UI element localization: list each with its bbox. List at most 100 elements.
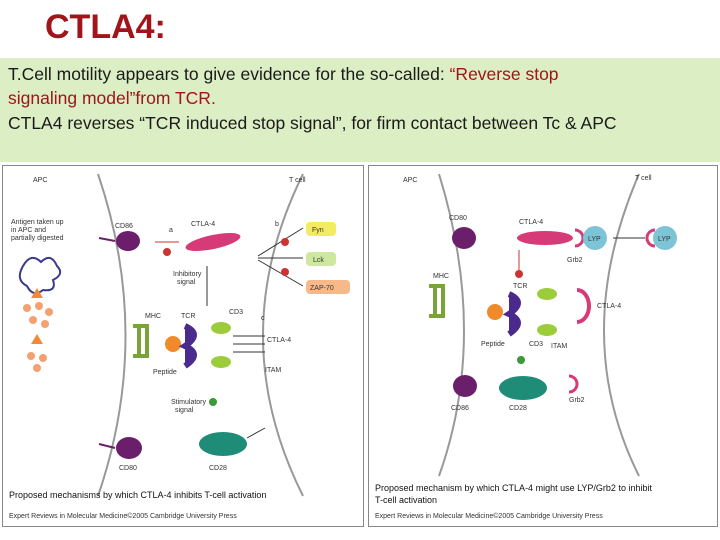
peptide-fragment bbox=[41, 320, 49, 328]
peptide-label: Peptide bbox=[481, 341, 505, 348]
cd80-label: CD80 bbox=[119, 465, 137, 472]
itam-label: ITAM bbox=[551, 343, 567, 350]
tcell-label: T cell bbox=[635, 175, 652, 182]
stimulatory-signal-label-1: Stimulatory bbox=[171, 399, 207, 406]
minus-icon bbox=[515, 270, 523, 278]
cd3-subunit bbox=[211, 322, 231, 334]
ctla4-intracellular bbox=[576, 288, 591, 324]
ctla4-b-label: CTLA-4 bbox=[597, 303, 621, 310]
lck-box bbox=[306, 252, 336, 266]
minus-icon bbox=[281, 268, 289, 276]
description-line-1-highlight: “Reverse stop bbox=[449, 64, 559, 84]
peptide-molecule bbox=[165, 336, 181, 352]
cd28-molecule bbox=[499, 376, 547, 400]
itam-label: ITAM bbox=[265, 367, 281, 374]
peptide-fragment bbox=[33, 364, 41, 372]
right-figure-panel: APC T cell CD80 CTLA-4 LYP LYP Grb2 MHC … bbox=[368, 165, 718, 527]
cd86-molecule bbox=[453, 375, 477, 397]
lyp-molecule-2 bbox=[653, 226, 677, 250]
label-a: a bbox=[169, 227, 173, 234]
zap70-label: ZAP-70 bbox=[310, 285, 334, 292]
cd80-stalk bbox=[98, 443, 116, 449]
peptide-fragment bbox=[27, 352, 35, 360]
lyp-label-1: LYP bbox=[588, 236, 601, 243]
peptide-fragment bbox=[35, 302, 43, 310]
right-caption-2: T-cell activation bbox=[375, 495, 437, 505]
cd28-label: CD28 bbox=[209, 465, 227, 472]
label-c: c bbox=[261, 315, 265, 322]
apc-membrane bbox=[97, 173, 127, 497]
cd28-label: CD28 bbox=[509, 405, 527, 412]
description-line-3: CTLA4 reverses “TCR induced stop signal”… bbox=[8, 113, 617, 133]
right-figure-diagram: APC T cell CD80 CTLA-4 LYP LYP Grb2 MHC … bbox=[375, 173, 677, 520]
description-line-2: signaling model”from TCR. bbox=[8, 88, 216, 108]
peptide-fragment bbox=[23, 304, 31, 312]
cd80-molecule bbox=[452, 227, 476, 249]
tcr-label: TCR bbox=[181, 313, 195, 320]
apc-membrane bbox=[438, 173, 465, 477]
mhc-label: MHC bbox=[145, 313, 161, 320]
grb2-b-label: Grb2 bbox=[569, 397, 585, 404]
cd86-label: CD86 bbox=[451, 405, 469, 412]
antigen-label-3: partially digested bbox=[11, 235, 64, 242]
tcell-membrane bbox=[262, 173, 304, 497]
cd86-molecule bbox=[116, 231, 140, 251]
inhibitory-signal-label-2: signal bbox=[177, 279, 196, 286]
description-box: T.Cell motility appears to give evidence… bbox=[0, 58, 720, 162]
cd3-subunit bbox=[211, 356, 231, 368]
cd80-label: CD80 bbox=[449, 215, 467, 222]
minus-icon bbox=[163, 248, 171, 256]
peptide-molecule bbox=[487, 304, 503, 320]
arrow-down-icon bbox=[31, 334, 43, 344]
cd28-tail bbox=[246, 427, 266, 439]
apc-label: APC bbox=[403, 177, 417, 184]
lyp-label-2: LYP bbox=[658, 236, 671, 243]
grb2-molecule bbox=[568, 374, 579, 394]
right-caption-1: Proposed mechanism by which CTLA-4 might… bbox=[375, 483, 652, 493]
lyp-tail bbox=[645, 228, 656, 248]
peptide-fragment bbox=[39, 354, 47, 362]
tcr-label: TCR bbox=[513, 283, 527, 290]
ctla4-molecule bbox=[185, 233, 241, 251]
slide-title: CTLA4: bbox=[45, 8, 166, 46]
left-credit: Expert Reviews in Molecular Medicine©200… bbox=[9, 512, 237, 520]
cd28-molecule bbox=[199, 432, 247, 456]
mhc-label: MHC bbox=[433, 273, 449, 280]
peptide-fragment bbox=[29, 316, 37, 324]
cd3-label: CD3 bbox=[229, 309, 243, 316]
cd86-stalk bbox=[98, 237, 116, 242]
tcell-label: T cell bbox=[289, 177, 306, 184]
tcr-molecule bbox=[178, 323, 197, 369]
fyn-box bbox=[306, 222, 336, 236]
arrow-to-zap70 bbox=[257, 259, 304, 287]
description-line-1-text: T.Cell motility appears to give evidence… bbox=[8, 64, 450, 84]
cd3-label: CD3 bbox=[529, 341, 543, 348]
antigen-label-1: Antigen taken up bbox=[11, 219, 64, 226]
mhc-molecule bbox=[429, 284, 445, 318]
description-line-1: T.Cell motility appears to give evidence… bbox=[8, 64, 559, 85]
plus-icon bbox=[209, 398, 217, 406]
peptide-label: Peptide bbox=[153, 369, 177, 376]
left-figure-diagram: APC T cell Antigen taken up in APC and p… bbox=[9, 173, 350, 520]
plus-icon bbox=[517, 356, 525, 364]
right-credit: Expert Reviews in Molecular Medicine©200… bbox=[375, 512, 603, 520]
antigen-label-2: in APC and bbox=[11, 227, 46, 234]
ctla4-molecule bbox=[517, 231, 573, 245]
ctla4-b-label: CTLA-4 bbox=[267, 337, 291, 344]
tcell-membrane bbox=[603, 173, 640, 477]
left-figure-panel: APC T cell Antigen taken up in APC and p… bbox=[2, 165, 364, 527]
ctla4-tail bbox=[574, 228, 585, 248]
stimulatory-signal-label-2: signal bbox=[175, 407, 194, 414]
ctla4-label: CTLA-4 bbox=[519, 219, 543, 226]
inhibitory-signal-label-1: Inhibitory bbox=[173, 271, 202, 278]
zap70-box bbox=[306, 280, 350, 294]
cd3-subunit bbox=[537, 324, 557, 336]
lck-label: Lck bbox=[313, 257, 324, 264]
cd3-subunit bbox=[537, 288, 557, 300]
minus-icon bbox=[281, 238, 289, 246]
arrow-down-icon bbox=[31, 288, 43, 298]
ctla4-label: CTLA-4 bbox=[191, 221, 215, 228]
peptide-fragment bbox=[45, 308, 53, 316]
label-b: b bbox=[275, 221, 279, 228]
cd80-molecule bbox=[116, 437, 142, 459]
